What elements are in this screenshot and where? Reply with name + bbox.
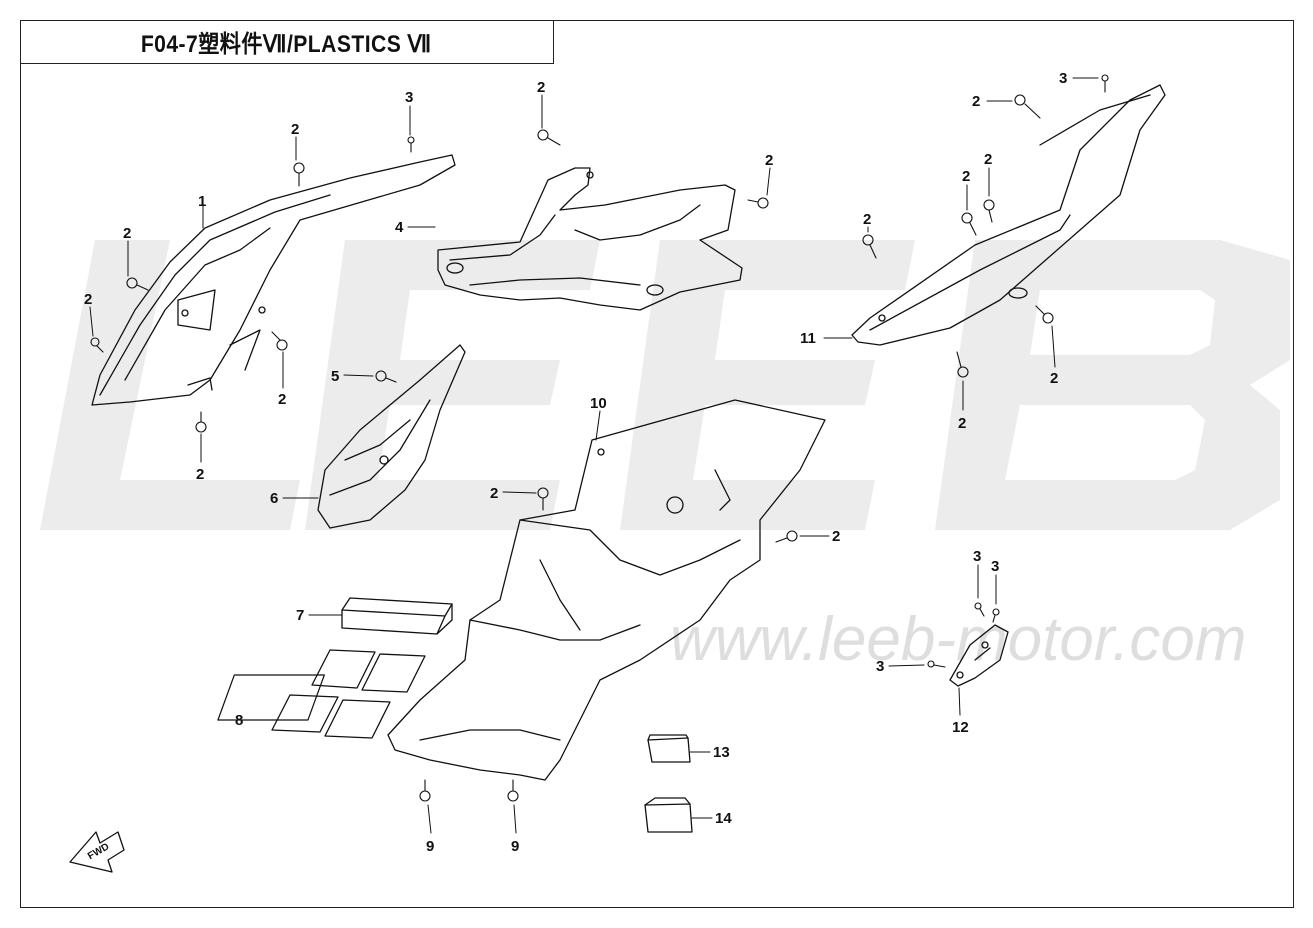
screw-icon [974,602,985,617]
screw-icon [507,779,519,802]
callout-label: 1 [198,193,206,210]
callout-label: 9 [426,838,434,855]
callout-label: 2 [958,415,966,432]
screw-icon [775,530,798,543]
callout-label: 11 [800,330,816,347]
screw-icon [1014,94,1041,119]
callout-label: 2 [278,391,286,408]
callout-label: 2 [832,528,840,545]
callout-labels: 1 2 2 2 2 2 2 2 2 2 2 2 2 2 2 2 2 3 3 3 … [84,70,1067,855]
callout-label: 10 [590,395,607,412]
part-6-small-side-panel [317,344,466,529]
screw-icon [747,197,769,209]
callout-label: 2 [984,151,992,168]
part-13-block [647,734,691,763]
callout-label: 2 [490,485,498,502]
callout-label: 3 [991,558,999,575]
watermark-brand [40,240,1290,530]
part-4-center-bracket [437,167,743,311]
screw-icon [537,129,561,146]
screw-icon [1101,74,1109,93]
callout-label: 2 [123,225,131,242]
page-title: F04-7塑料件Ⅶ/PLASTICS Ⅶ [141,31,432,58]
screw-icon [862,234,877,259]
callout-label: 9 [511,838,519,855]
callout-label: 2 [962,168,970,185]
forward-direction-arrow: FWD [69,831,125,873]
screw-icon [537,487,549,511]
part-11-right-side-rail [851,84,1166,346]
screw-icon [407,136,415,153]
screw-icon [961,212,977,236]
screw-icon [271,331,288,351]
callout-label: 3 [1059,70,1067,87]
callout-label: 12 [952,719,969,736]
part-7-foam-block [341,597,453,635]
callout-label: 14 [715,810,732,827]
screw-icon [927,660,946,668]
screw-icon [956,351,969,378]
callout-label: 2 [972,93,980,110]
callout-label: 7 [296,607,304,624]
callout-label: 4 [395,219,404,236]
callout-label: 2 [537,79,545,96]
part-12-small-bracket [949,624,1009,687]
callout-label: 5 [331,368,339,385]
callout-label: 3 [876,658,884,675]
callout-label: 2 [863,211,871,228]
screw-icon [195,411,207,433]
callout-label: 6 [270,490,278,507]
callout-label: 2 [84,291,92,308]
screw-icon [293,162,305,187]
part-1-left-side-cover [91,154,456,406]
callout-label: 3 [405,89,413,106]
part-14-block [644,797,693,833]
screw-icon [992,608,1000,623]
screw-icon [90,337,104,353]
leader-lines [89,77,1099,834]
fwd-label: FWD [86,841,111,862]
callout-label: 2 [196,466,204,483]
part-10-undertray [217,399,826,781]
part-8-pads [271,649,426,739]
callout-label: 3 [973,548,981,565]
callout-label: 2 [765,152,773,169]
watermark-url: www.leeb-motor.com [670,605,1247,674]
screw-icon [126,277,149,291]
fastener-icons [90,74,1109,802]
callout-label: 2 [291,121,299,138]
drawing-frame [20,20,1294,908]
title-block: F04-7塑料件Ⅶ/PLASTICS Ⅶ [20,20,554,64]
screw-icon [375,370,397,383]
screw-icon [983,199,995,223]
callout-label: 2 [1050,370,1058,387]
callout-label: 8 [235,712,243,729]
callout-label: 13 [713,744,730,761]
screw-icon [419,779,431,802]
screw-icon [1035,305,1054,324]
